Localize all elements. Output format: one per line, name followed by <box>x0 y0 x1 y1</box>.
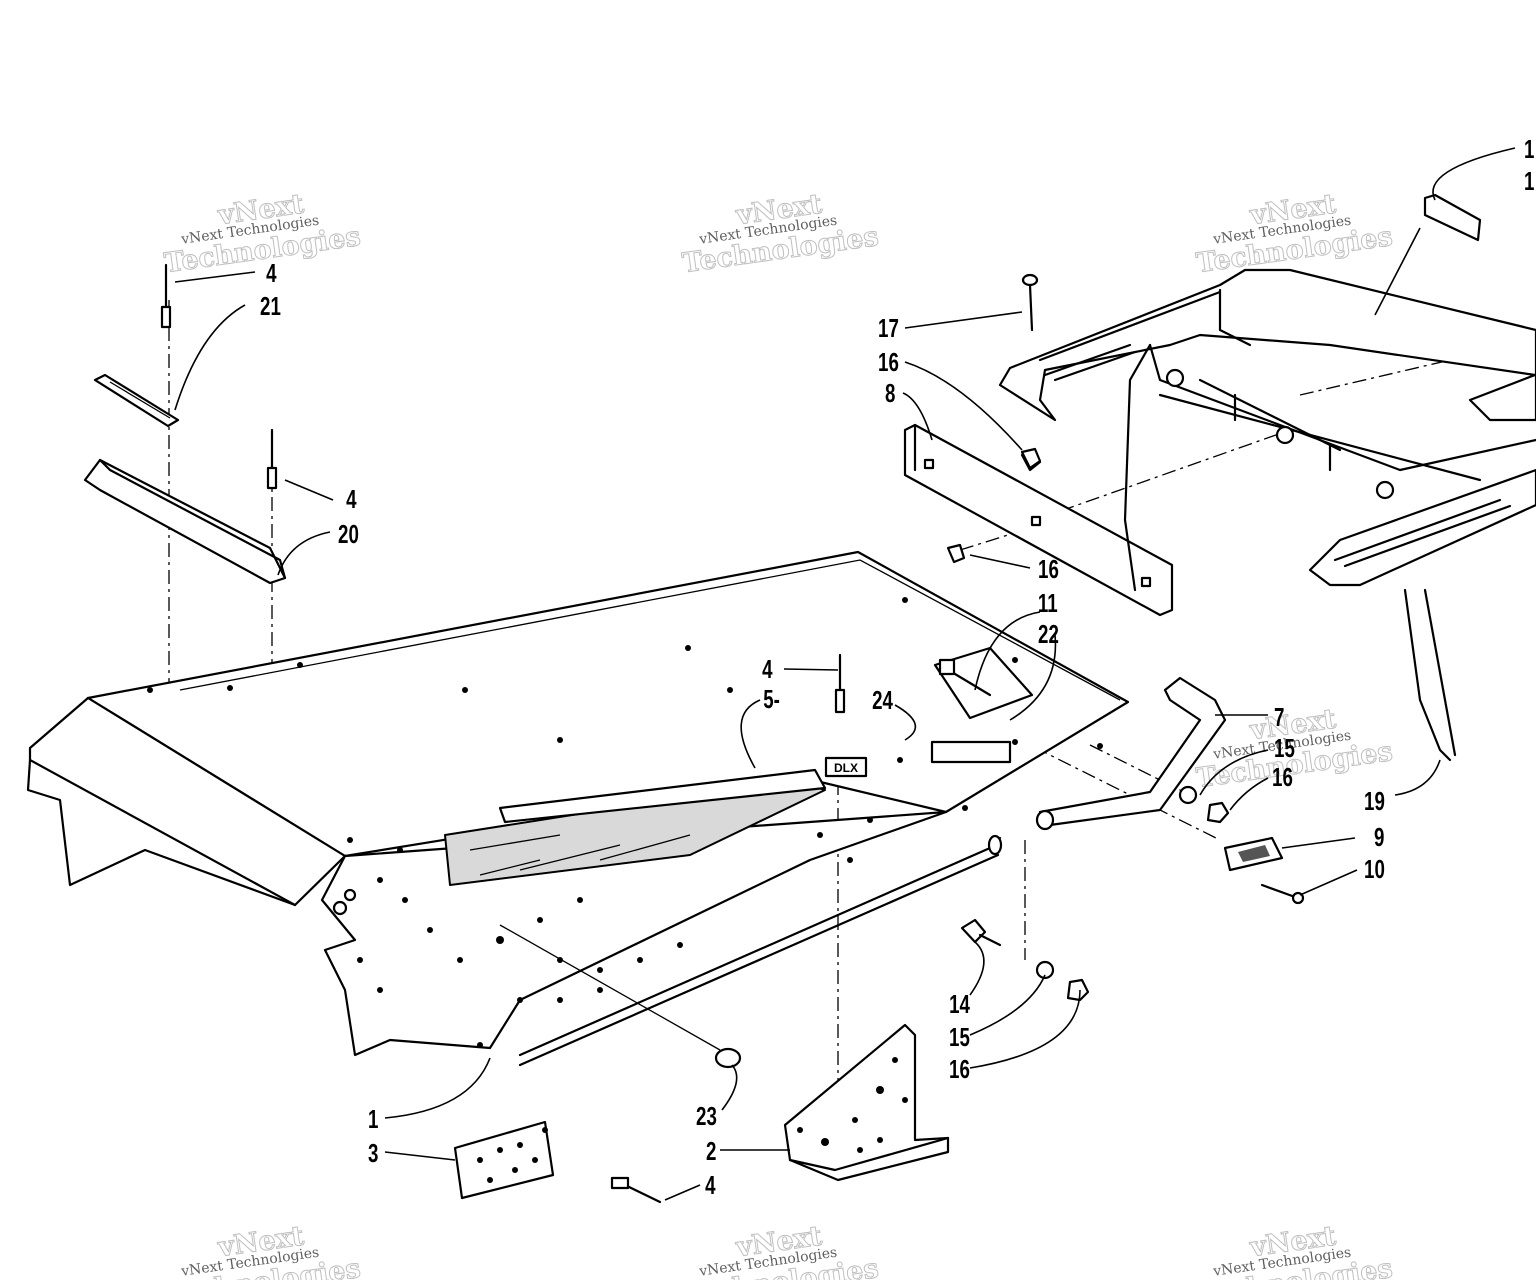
callout-15: 15 <box>1274 733 1295 763</box>
callout-4: 4 <box>346 484 357 514</box>
part-8-bar <box>903 423 1174 617</box>
part-7-handle <box>1035 676 1227 831</box>
part-14-16-hardware-lower <box>960 918 1090 1002</box>
callout-4: 4 <box>705 1170 716 1200</box>
callout-4: 4 <box>762 654 773 684</box>
callout-23: 23 <box>696 1101 717 1131</box>
part-4-rivets <box>160 263 846 1204</box>
callout-16: 16 <box>949 1054 970 1084</box>
callout-20: 20 <box>338 519 359 549</box>
part-15-16-hardware-upper <box>1178 785 1230 824</box>
watermark-bottom-center: vNext Technologies vNext Technologies <box>680 1220 881 1280</box>
callout-10: 10 <box>1364 854 1385 884</box>
callout-3: 3 <box>368 1138 378 1168</box>
callout-4: 4 <box>266 258 277 288</box>
callout-2: 2 <box>706 1136 716 1166</box>
callout-15: 15 <box>949 1022 970 1052</box>
watermark-top-left: vNext Technologies vNext Technologies <box>162 188 363 280</box>
callout-16: 16 <box>878 347 899 377</box>
part-20-channel <box>83 458 287 585</box>
part-21-plate <box>93 373 180 428</box>
callout-9: 9 <box>1374 822 1384 852</box>
callout-11: 11 <box>1038 588 1058 618</box>
callout-8: 8 <box>885 378 895 408</box>
callout-1: 1 <box>368 1104 378 1134</box>
callout-24: 24 <box>872 685 893 715</box>
callout-7: 7 <box>1274 702 1284 732</box>
callout-17: 17 <box>878 313 899 343</box>
watermark-top-center: vNext Technologies vNext Technologies <box>680 188 881 280</box>
part-2-bracket <box>783 1023 950 1182</box>
part-11-flap <box>933 646 1034 720</box>
callout-14: 14 <box>949 989 970 1019</box>
callout-labels: 4 21 4 20 17 16 8 16 11 22 4 5- 24 7 15 … <box>260 134 1534 1200</box>
decal-badge: DLX <box>834 761 858 775</box>
watermark-bottom-left: vNext Technologies vNext Technologies <box>162 1220 363 1280</box>
callout-13: 1 <box>1524 166 1534 196</box>
part-23-plug <box>499 924 742 1069</box>
watermark-bottom-right: vNext Technologies vNext Technologies <box>1194 1220 1395 1280</box>
tunnel-assembly: DLX <box>26 550 1130 1067</box>
part-17-bolt <box>1020 273 1042 470</box>
part-3-plate <box>453 1120 555 1200</box>
callout-19: 19 <box>1364 786 1385 816</box>
part-12-decal <box>1423 193 1482 242</box>
watermark-mid-right: vNext Technologies vNext Technologies <box>1194 703 1395 795</box>
part-9-reflector <box>1223 836 1305 905</box>
part-22-decal <box>930 740 1012 764</box>
callout-5: 5- <box>763 684 780 714</box>
callout-12: 1 <box>1524 134 1534 164</box>
watermark-top-right: vNext Technologies vNext Technologies <box>1194 188 1395 280</box>
leader-lines <box>174 147 1516 1201</box>
callout-16: 16 <box>1038 554 1059 584</box>
part-19-bumper <box>998 268 1536 762</box>
callout-21: 21 <box>260 291 281 321</box>
callout-22: 22 <box>1038 619 1059 649</box>
callout-16: 16 <box>1272 762 1293 792</box>
